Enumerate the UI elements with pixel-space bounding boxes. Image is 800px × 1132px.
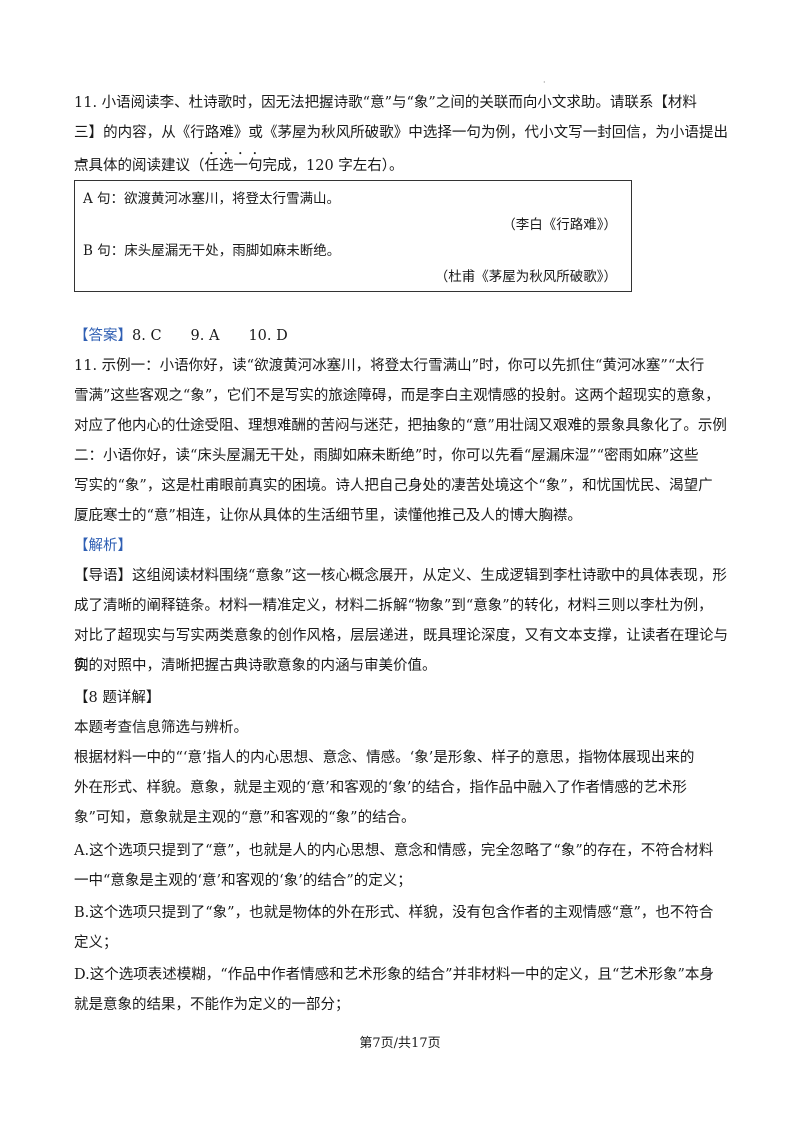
poem-a-line: A 句：欲渡黄河冰塞川，将登太行雪满山。 (83, 191, 341, 207)
q8-option-a-line-2: 一中“意象是主观的‘意’和客观的‘象’的结合”的定义； (74, 873, 412, 889)
poem-b-line: B 句：床头屋漏无干处，雨脚如麻未断绝。 (83, 243, 341, 259)
answer-11-line-6: 厦庇寒士的“意”相连，让你从具体的生活细节里，读懂他推己及人的博大胸襟。 (74, 508, 582, 524)
guide-line-1: 【导语】这组阅读材料围绕“意象”这一核心概念展开，从定义、生成逻辑到李杜诗歌中的… (74, 568, 727, 584)
guide-line-3: 对比了超现实与写实两类意象的创作风格，层层递进，既具理论深度，又有文本支撑，让读… (74, 628, 728, 674)
q8-option-b-line-1: B.这个选项只提到了“象”，也就是物体的外在形式、样貌，没有包含作者的主观情感“… (74, 905, 714, 921)
q8-p1-line-1: 根据材料一中的“‘意’指人的内心思想、意念、情感。‘象’是形象、样子的意思，指物… (74, 750, 695, 766)
answer-11-line-4: 二：小语你好，读“床头屋漏无干处，雨脚如麻未断绝”时，你可以先看“屋漏床湿”“密… (74, 448, 699, 464)
question-11-line-3: 点具体的阅读建议（任选一句完成，120 字左右）。 (74, 150, 728, 182)
q8-title: 【8 题详解】 (74, 690, 161, 706)
emphasis-text: 任选一句 (204, 158, 263, 174)
answer-text: 8. C 9. A 10. D (132, 328, 288, 344)
question-11-line-1: 11. 小语阅读李、杜诗歌时，因无法把握诗歌“意”与“象”之间的关联而向小文求助… (74, 95, 697, 111)
q8-p1-line-3: 象”可知，意象就是主观的“意”和客观的“象”的结合。 (74, 810, 416, 826)
answer-label: 【答案】 (74, 328, 132, 344)
q8-option-d-line-2: 就是意象的结果，不能作为定义的一部分； (74, 997, 350, 1013)
scan-mark: · (543, 78, 546, 87)
q8-p1-line-2: 外在形式、样貌。意象，就是主观的‘意’和客观的‘象’的结合，指作品中融入了作者情… (74, 780, 687, 796)
poem-a-source: （李白《行路难》） (502, 217, 617, 233)
q8-option-a-line-1: A.这个选项只提到了“意”，也就是人的内心思想、意念和情感，完全忽略了“象”的存… (74, 843, 714, 859)
q8-option-b-line-2: 定义； (74, 935, 118, 951)
poem-b-source: （杜甫《茅屋为秋风所破歌》） (434, 269, 617, 285)
analysis-label: 【解析】 (74, 538, 132, 554)
answer-11-line-2: 雪满”这些客观之“象”，它们不是写实的旅途障碍，而是李白主观情感的投射。这两个超… (74, 388, 720, 404)
answer-11-line-1: 11. 示例一：小语你好，读“欲渡黄河冰塞川，将登太行雪满山”时，你可以先抓住“… (74, 358, 705, 374)
page-footer: 第7页/共17页 (359, 1036, 441, 1051)
q8-option-d-line-1: D.这个选项表述模糊，“作品中作者情感和艺术形象的结合”并非材料一中的定义，且“… (74, 967, 714, 983)
answer-line: 【答案】8. C 9. A 10. D (74, 322, 728, 352)
q11-line3-post: 完成，120 字左右）。 (262, 158, 404, 174)
poem-box: A 句：欲渡黄河冰塞川，将登太行雪满山。 （李白《行路难》） B 句：床头屋漏无… (74, 180, 632, 292)
answer-11-line-3: 对应了他内心的仕途受阻、理想难酬的苦闷与迷茫，把抽象的“意”用壮阔又艰难的景象具… (74, 418, 727, 434)
guide-line-4: 例的对照中，清晰把握古典诗歌意象的内涵与审美价值。 (74, 658, 437, 674)
q11-line3-pre: 点具体的阅读建议（ (74, 158, 205, 174)
question-11-line-2: 三】的内容，从《行路难》或《茅屋为秋风所破歌》中选择一句为例，代小文写一封回信，… (74, 125, 728, 171)
answer-11-line-5: 写实的“象”，这是杜甫眼前真实的困境。诗人把自己身处的凄苦处境这个“象”，和忧国… (74, 478, 713, 494)
q8-intro: 本题考查信息筛选与辨析。 (74, 720, 248, 736)
guide-line-2: 成了清晰的阐释链条。材料一精准定义，材料二拆解“物象”到“意象”的转化，材料三则… (74, 598, 713, 614)
